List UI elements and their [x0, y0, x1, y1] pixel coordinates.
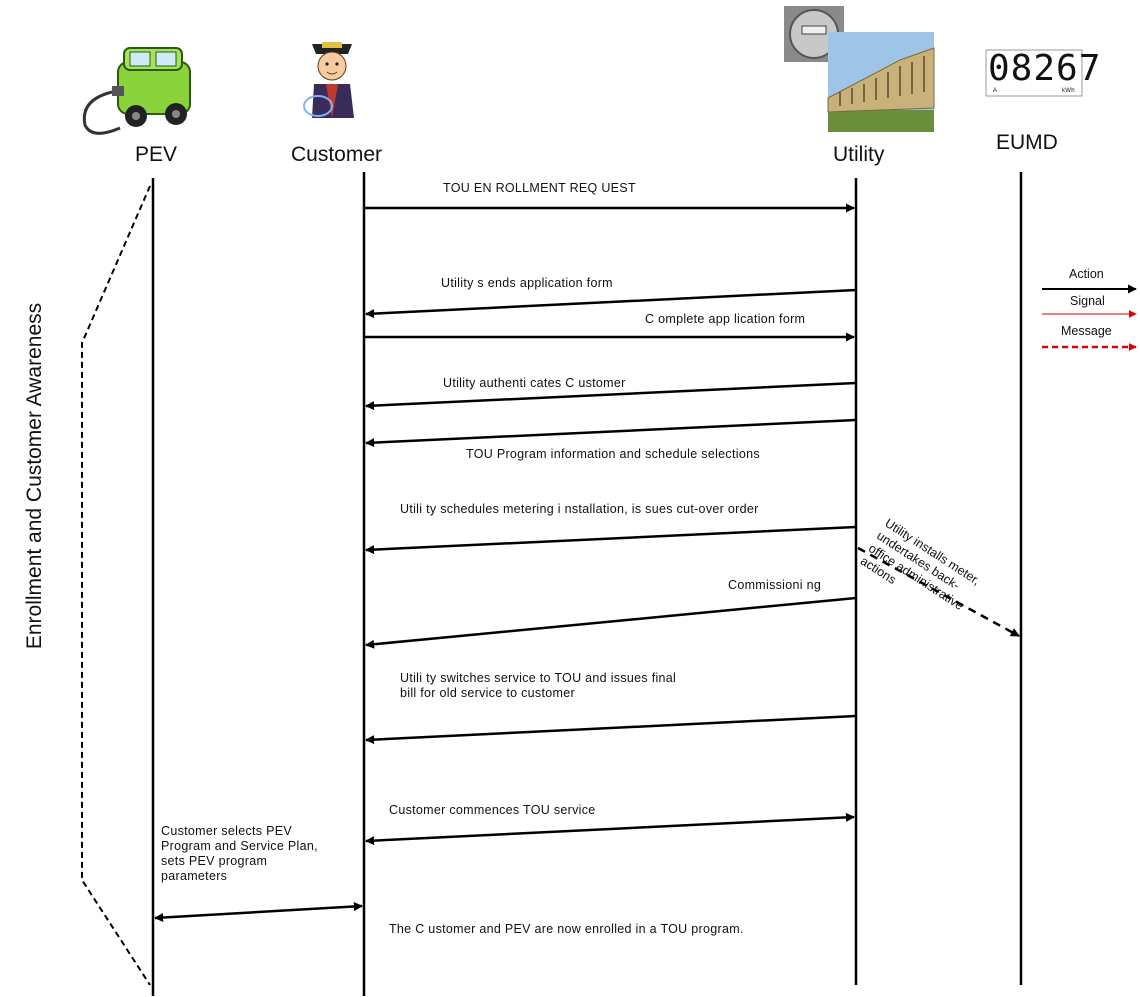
- legend-message: Message: [1061, 324, 1112, 338]
- actor-utility: Utility: [833, 143, 885, 166]
- msg-schedules-metering: Utili ty schedules metering i nstallatio…: [400, 502, 759, 516]
- arrow-installs-meter: [857, 546, 1020, 638]
- chauffeur-icon: [303, 42, 354, 118]
- arrow-authenticates: [365, 381, 857, 411]
- msg-enrolled: The C ustomer and PEV are now enrolled i…: [389, 922, 744, 936]
- meter-unit-a: A: [993, 88, 998, 94]
- car-plug-icon: [82, 47, 191, 135]
- phase-label: Enrollment and Customer Awareness: [23, 302, 46, 650]
- legend-signal: Signal: [1070, 294, 1105, 308]
- arrow-pev-program: [154, 901, 363, 923]
- utility-building-icon: [827, 32, 935, 132]
- actor-pev: PEV: [135, 143, 178, 166]
- msg-commences-service: Customer commences TOU service: [389, 803, 596, 817]
- msg-program-information: TOU Program information and schedule sel…: [466, 447, 760, 461]
- msg-commissioning: Commissioni ng: [728, 578, 822, 592]
- msg-application-form: Utility s ends application form: [441, 276, 613, 290]
- electric-meter-icon: [784, 6, 844, 62]
- arrow-application-form: [365, 288, 857, 319]
- msg-switches-service: Utili ty switches service to TOU and iss…: [400, 671, 677, 700]
- phase-bracket: [81, 185, 151, 986]
- arrow-schedules-metering: [365, 525, 857, 555]
- msg-enrollment-request: TOU EN ROLLMENT REQ UEST: [443, 181, 636, 195]
- meter-unit-kwh: kWh: [1062, 88, 1075, 94]
- msg-complete-application: C omplete app lication form: [645, 312, 806, 326]
- legend-action: Action: [1069, 267, 1104, 281]
- msg-authenticates: Utility authenti cates C ustomer: [443, 376, 626, 390]
- arrow-program-information: [365, 418, 857, 448]
- arrow-switches-service: [365, 714, 857, 745]
- actor-eumd: EUMD: [996, 131, 1058, 154]
- arrow-commences-service: [365, 812, 855, 846]
- arrow-commissioning: [365, 596, 857, 649]
- meter-display-icon: [985, 49, 1083, 97]
- msg-pev-program: Customer selects PEV Program and Service…: [161, 824, 318, 883]
- meter-display-digits: 08267: [988, 48, 1102, 89]
- actor-customer: Customer: [291, 143, 383, 166]
